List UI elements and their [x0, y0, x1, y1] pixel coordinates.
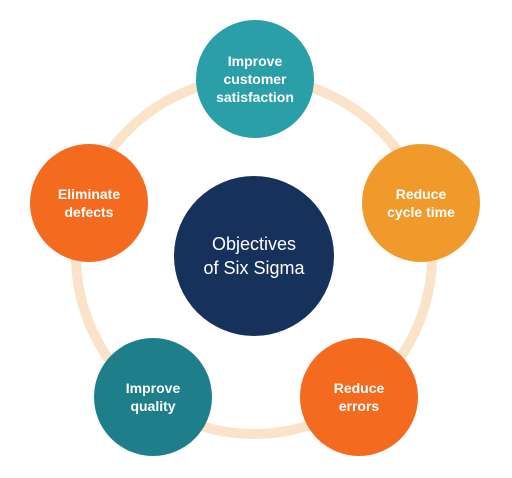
node-label: Improve customer satisfaction [216, 53, 294, 105]
node-improve-customer-satisfaction: Improve customer satisfaction [196, 20, 314, 138]
node-improve-quality: Improve quality [94, 338, 212, 456]
node-label: Eliminate defects [57, 186, 121, 220]
center-objectives-circle: Objectives of Six Sigma [174, 176, 334, 336]
node-label: Reduce cycle time [387, 186, 455, 220]
node-eliminate-defects: Eliminate defects [30, 144, 148, 262]
center-label: Objectives of Six Sigma [203, 234, 305, 278]
node-reduce-errors: Reduce errors [300, 338, 418, 456]
node-label: Improve quality [125, 380, 181, 414]
node-label: Reduce errors [333, 380, 385, 414]
node-reduce-cycle-time: Reduce cycle time [362, 144, 480, 262]
